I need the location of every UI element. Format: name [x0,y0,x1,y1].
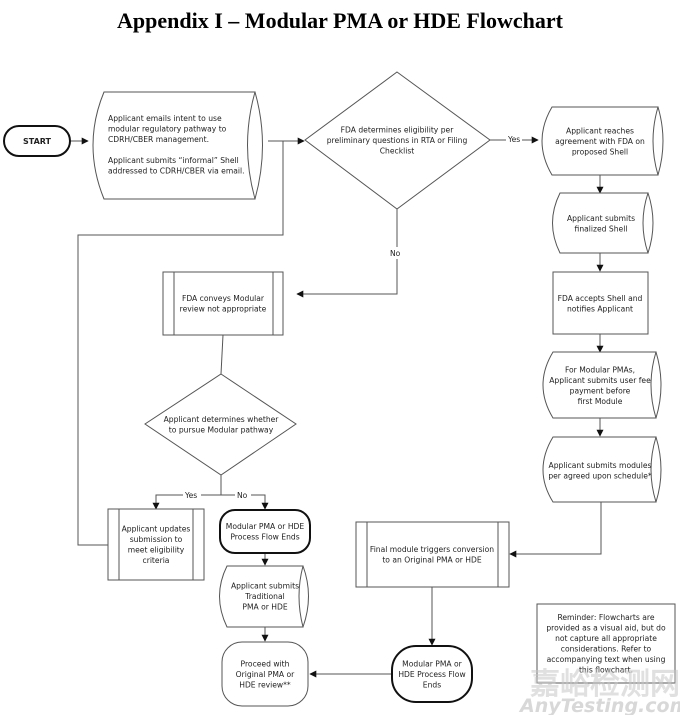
node-not-appropriate-text-line: review not appropriate [180,304,267,313]
reminder-text-line: Reminder: Flowcharts are [557,613,654,622]
node-modules-text-line: per agreed upon schedule* [548,471,652,480]
node-updates-text-line: meet eligibility [128,545,185,554]
node-traditional-text-line: Applicant submits [231,582,299,591]
node-ends2-text-line: HDE Process Flow [398,670,465,679]
node-eligibility-text-line: Checklist [380,147,415,156]
node-pursue-text-line: to pursue Modular pathway [169,425,274,434]
node-conversion-text-line: to an Original PMA or HDE [382,555,482,564]
node-updates-text-line: submission to [130,535,183,544]
node-finalized-text-line: finalized Shell [575,224,628,233]
node-userfee-text-line: payment before [570,386,631,395]
edge-notappropriate-pursue [220,334,224,375]
node-updates-text-line: criteria [143,556,170,565]
node-accepts-text-line: notifies Applicant [567,304,633,313]
node-traditional-text-line: Traditional [244,592,285,601]
edge-label-no-eligibility: No [390,249,401,258]
page-title: Appendix I – Modular PMA or HDE Flowchar… [117,8,563,33]
reminder-text-line: not capture all appropriate [555,634,657,643]
node-user-fee-payment: For Modular PMAs, Applicant submits user … [542,351,662,419]
node-ends2-text-line: Modular PMA or [402,660,463,669]
node-intent-text-line: Applicant submits “informal” Shell [108,156,239,165]
watermark-cn: 嘉峪检测网 [530,667,680,702]
node-userfee-text-line: For Modular PMAs, [565,365,635,374]
node-ends1-text-line: Modular PMA or HDE [226,522,305,531]
edge-updates-loop [77,141,284,546]
connectors [70,136,604,678]
node-proceed-text-line: HDE review** [239,681,291,690]
node-traditional-text-line: PMA or HDE [242,603,287,612]
node-pursue-text-line: Applicant determines whether [164,415,280,424]
node-agreement-text-line: proposed Shell [572,148,628,157]
node-ends1-text-line: Process Flow Ends [230,532,299,541]
node-proceed-text-line: Original PMA or [236,670,296,679]
node-start-text-line: START [23,137,52,146]
node-modules-text-line: Applicant submits modules [549,461,652,470]
node-intent-text-line: addressed to CDRH/CBER via email. [108,166,245,175]
node-eligibility-text-line: FDA determines eligibility per [341,126,455,135]
node-conversion-text-line: Final module triggers conversion [370,545,494,554]
edge-modules-conversion [509,502,602,558]
node-eligibility-text-line: preliminary questions in RTA or Filing [327,136,468,145]
reminder-text-line: considerations. Refer to [561,644,652,653]
node-updates-text-line: Applicant updates [122,524,191,533]
node-accepts-text-line: FDA accepts Shell and [558,294,643,303]
node-intent-text-line: modular regulatory pathway to [108,124,227,133]
node-start: START [3,125,71,157]
node-ends2-text-line: Ends [423,681,441,690]
node-userfee-text-line: first Module [578,397,623,406]
node-finalized-text-line: Applicant submits [567,214,635,223]
node-not-appropriate-text-line: FDA conveys Modular [182,294,265,303]
node-intent-text-line: Applicant emails intent to use [108,114,222,123]
watermark-en: AnyTesting.com [518,695,680,715]
reminder-text-line: this flowchart. [579,665,633,674]
edge-label-yes-eligibility: Yes [507,135,520,144]
node-agreement-text-line: Applicant reaches [566,127,634,136]
edge-eligibility-no [296,209,398,298]
node-userfee-text-line: Applicant submits user fee [549,376,651,385]
node-fda-determines-eligibility: FDA determines eligibility perpreliminar… [304,71,491,210]
reminder-text-line: provided as a visual aid, but do [546,623,666,632]
edge-label-no-pursue: No [237,491,248,500]
node-intent-text-line: CDRH/CBER management. [108,135,209,144]
node-proceed-text-line: Proceed with [241,660,290,669]
node-agreement-text-line: agreement with FDA on [555,137,645,146]
reminder-text-line: accompanying text when using [547,655,666,664]
edge-label-yes-pursue: Yes [184,491,197,500]
